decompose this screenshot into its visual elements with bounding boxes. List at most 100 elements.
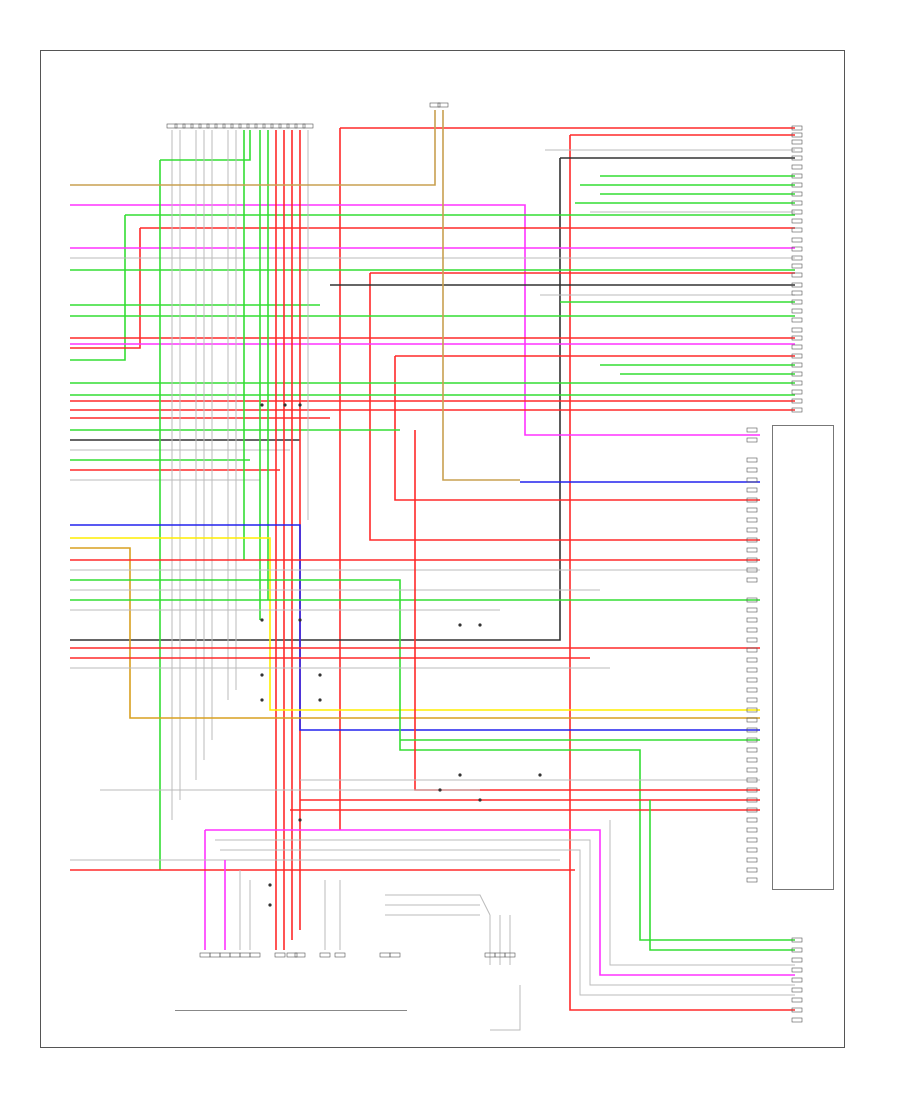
splice-point: [260, 673, 264, 677]
splice-point: [478, 623, 482, 627]
splice-point: [298, 818, 302, 822]
connector-pin: [198, 123, 210, 129]
wire-gray: [385, 894, 491, 916]
connector-pin: [791, 227, 803, 233]
connector-pin: [791, 317, 803, 323]
connector-pin: [294, 123, 306, 129]
connector-pin: [791, 182, 803, 188]
connector-pin: [791, 327, 803, 333]
connector-pin: [302, 123, 314, 129]
connector-pin: [746, 737, 758, 743]
connector-pin: [746, 437, 758, 443]
connector-pin: [746, 687, 758, 693]
connector-pin: [746, 487, 758, 493]
connector-pin: [746, 567, 758, 573]
wire-gray: [220, 849, 795, 996]
wire-tan: [70, 110, 436, 186]
connector-pin: [791, 191, 803, 197]
connector-pin: [746, 467, 758, 473]
connector-pin: [791, 977, 803, 983]
connector-pin: [791, 407, 803, 413]
connector-pin: [791, 1017, 803, 1023]
connector-pin: [270, 123, 282, 129]
connector-pin: [286, 952, 298, 958]
connector-pin: [746, 557, 758, 563]
splice-group: [260, 403, 542, 907]
diagram-frame: [40, 50, 845, 1048]
connector-pin: [746, 877, 758, 883]
connector-pin: [746, 637, 758, 643]
connector-pin: [746, 767, 758, 773]
connector-pin: [791, 132, 803, 138]
connector-pin: [791, 255, 803, 261]
connector-pin: [791, 200, 803, 206]
connector-group: [166, 102, 803, 1023]
splice-point: [260, 403, 264, 407]
connector-pin: [791, 398, 803, 404]
connector-pin: [429, 102, 441, 108]
splice-point: [298, 403, 302, 407]
connector-pin: [791, 290, 803, 296]
connector-pin: [254, 123, 266, 129]
connector-pin: [791, 263, 803, 269]
connector-pin: [791, 139, 803, 145]
connector-pin: [746, 497, 758, 503]
connector-pin: [274, 952, 286, 958]
connector-pin: [791, 246, 803, 252]
connector-pin: [791, 125, 803, 131]
connector-pin: [746, 747, 758, 753]
wire-blue: [70, 524, 760, 731]
connector-pin: [746, 657, 758, 663]
connector-pin: [746, 627, 758, 633]
splice-point: [318, 698, 322, 702]
connector-pin: [746, 457, 758, 463]
connector-pin: [746, 477, 758, 483]
connector-pin: [286, 123, 298, 129]
splice-point: [478, 798, 482, 802]
connector-pin: [791, 218, 803, 224]
splice-point: [318, 673, 322, 677]
connector-pin: [746, 777, 758, 783]
connector-pin: [214, 123, 226, 129]
connector-pin: [791, 299, 803, 305]
connector-pin: [746, 517, 758, 523]
connector-pin: [746, 707, 758, 713]
connector-pin: [746, 547, 758, 553]
connector-pin: [209, 952, 221, 958]
splice-point: [260, 618, 264, 622]
connector-pin: [791, 380, 803, 386]
wire-red: [369, 273, 760, 541]
connector-pin: [746, 677, 758, 683]
connector-pin: [746, 697, 758, 703]
connector-pin: [230, 123, 242, 129]
splice-point: [438, 788, 442, 792]
connector-pin: [389, 952, 401, 958]
connector-pin: [746, 857, 758, 863]
connector-pin: [791, 957, 803, 963]
splice-point: [260, 698, 264, 702]
connector-pin: [791, 362, 803, 368]
wire-red: [70, 228, 141, 349]
wire-yellow: [70, 537, 760, 711]
connector-pin: [791, 282, 803, 288]
wire-red: [394, 356, 760, 501]
connector-pin: [319, 952, 331, 958]
wire-pink: [70, 204, 760, 436]
connector-pin: [746, 717, 758, 723]
connector-pin: [746, 607, 758, 613]
connector-pin: [791, 173, 803, 179]
connector-pin: [791, 209, 803, 215]
splice-point: [458, 773, 462, 777]
connector-pin: [238, 123, 250, 129]
connector-pin: [294, 952, 306, 958]
connector-pin: [249, 952, 261, 958]
connector-pin: [746, 577, 758, 583]
connector-pin: [229, 952, 241, 958]
connector-pin: [791, 1007, 803, 1013]
connector-pin: [791, 308, 803, 314]
connector-pin: [278, 123, 290, 129]
connector-pin: [791, 947, 803, 953]
connector-pin: [746, 537, 758, 543]
control-module-box: [772, 425, 834, 890]
connector-pin: [746, 667, 758, 673]
